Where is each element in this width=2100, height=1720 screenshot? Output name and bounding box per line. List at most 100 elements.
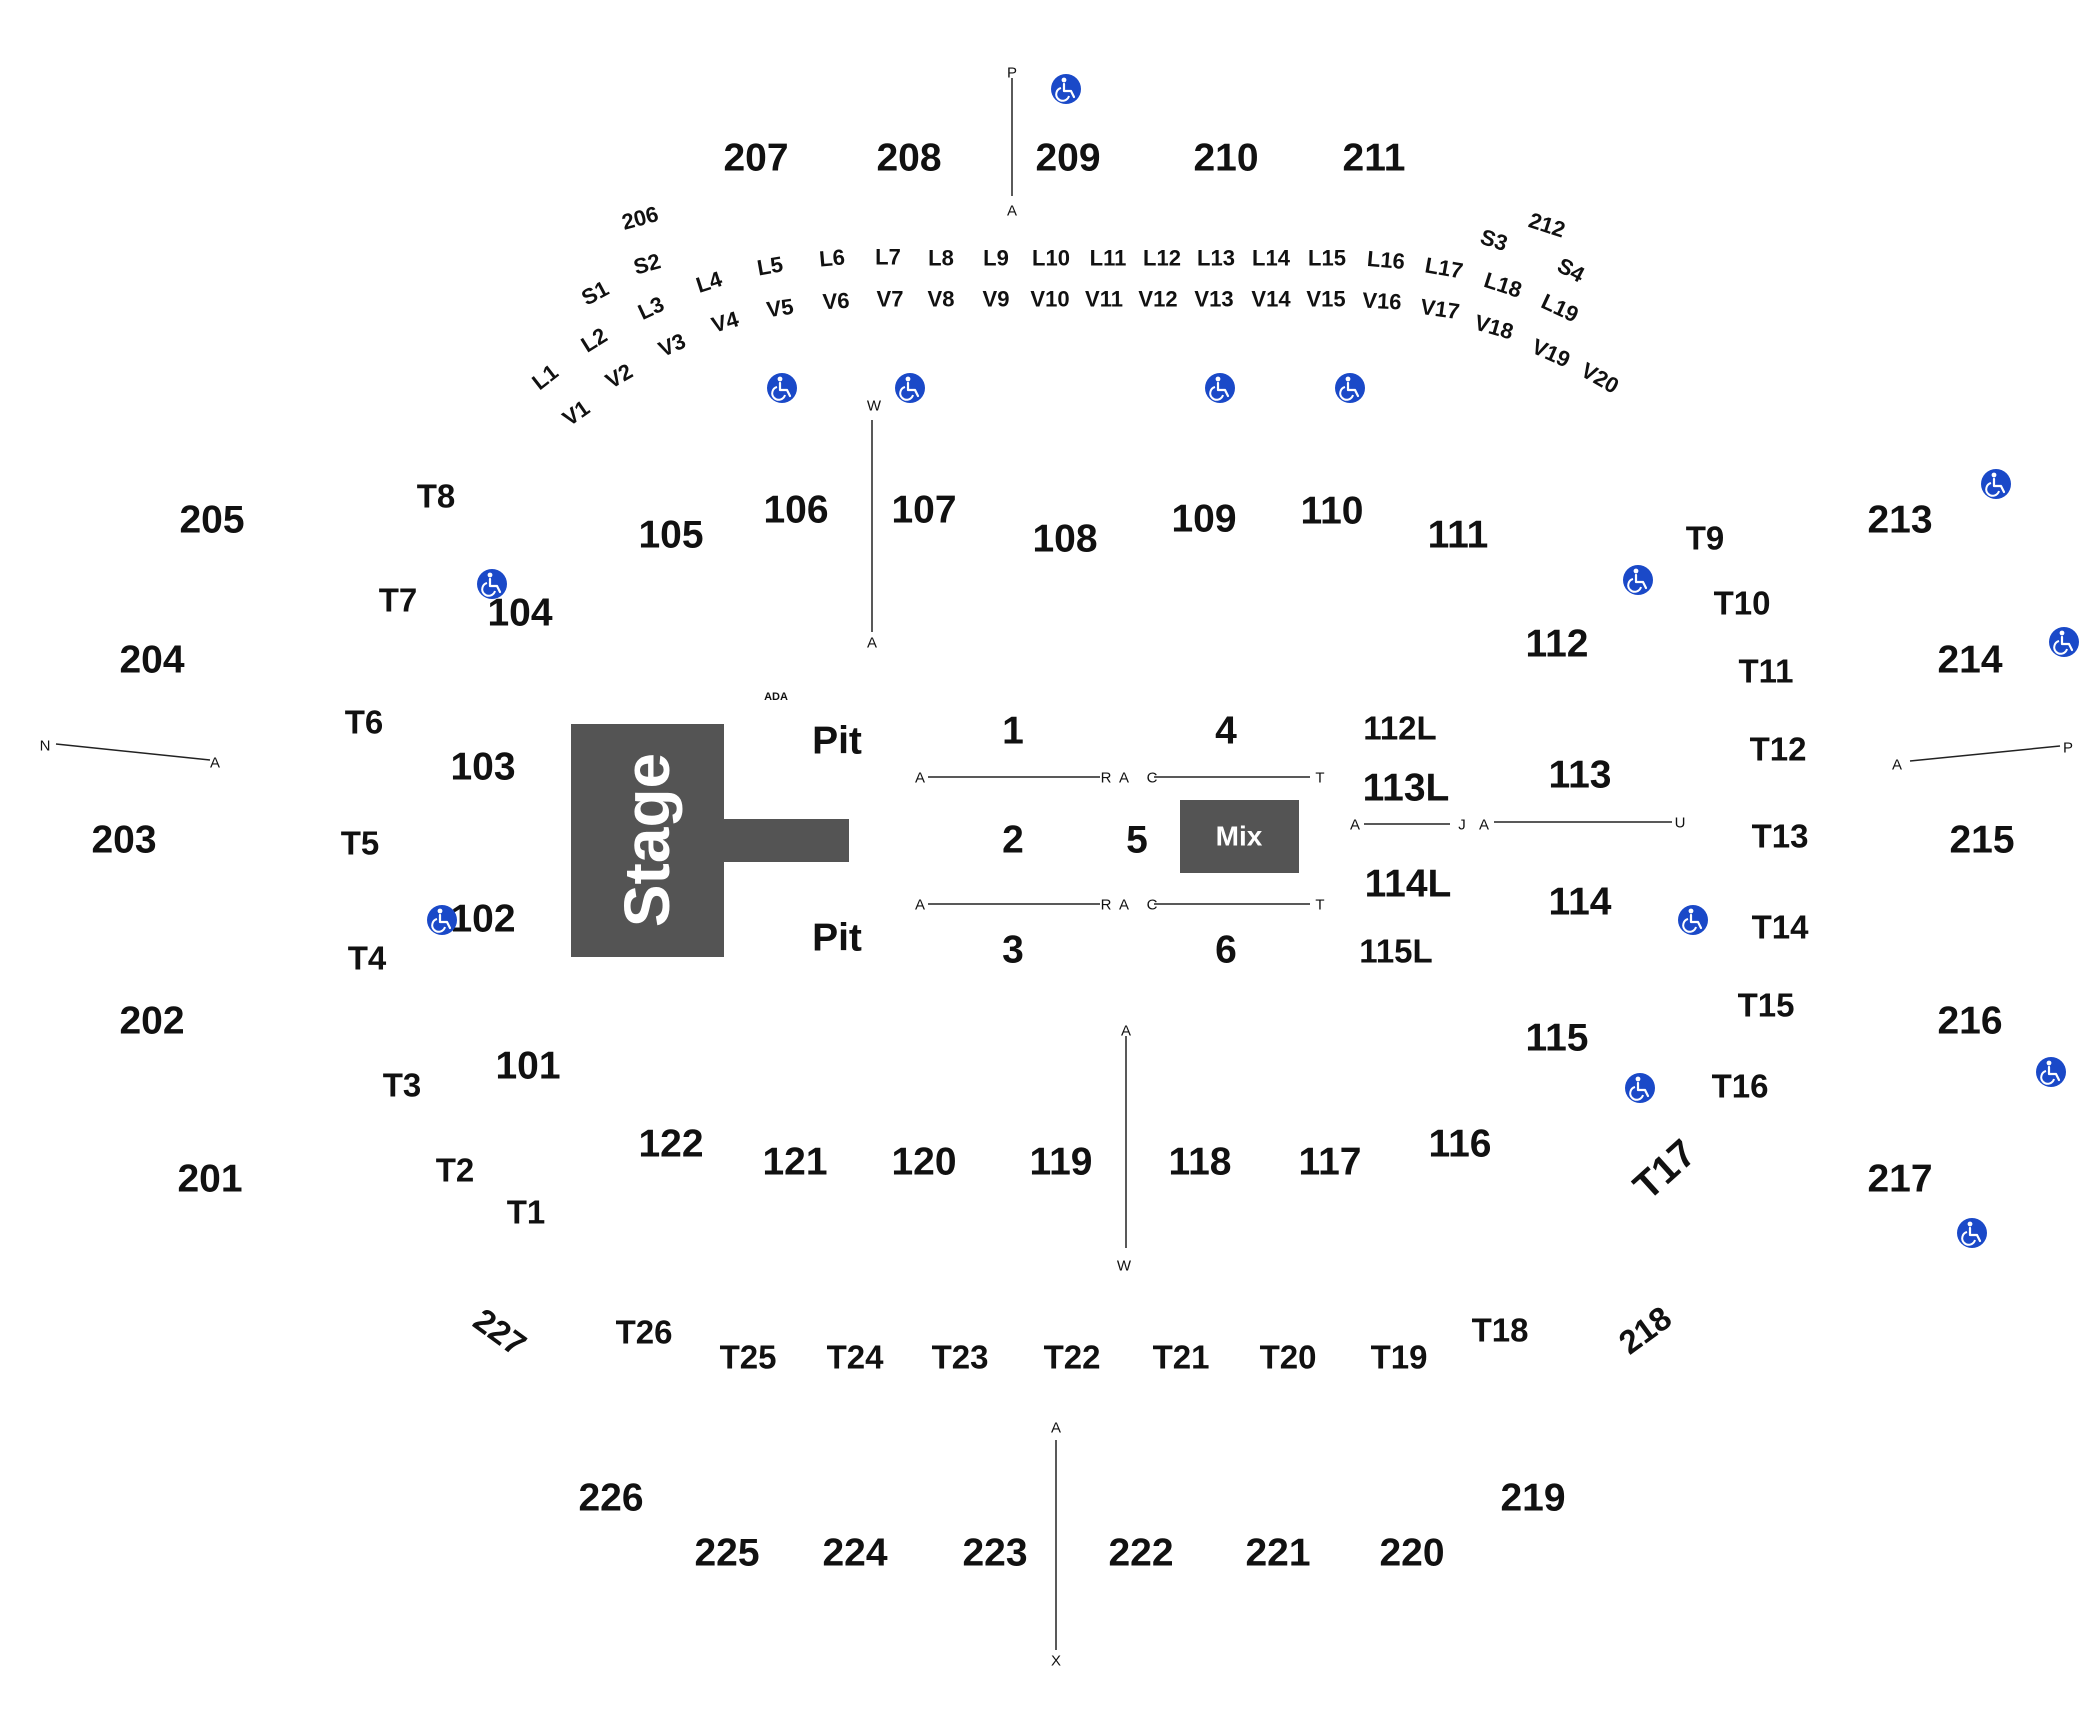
- section-label[interactable]: S1: [577, 276, 613, 311]
- section-label[interactable]: L4: [693, 266, 726, 298]
- section-label[interactable]: 202: [119, 1000, 184, 1043]
- section-label[interactable]: L12: [1143, 246, 1181, 271]
- section-label[interactable]: Pit: [812, 917, 862, 960]
- section-label[interactable]: 6: [1215, 929, 1237, 972]
- section-label[interactable]: T5: [341, 825, 380, 862]
- section-label[interactable]: 3: [1002, 929, 1024, 972]
- section-label[interactable]: V1: [558, 395, 594, 431]
- section-label[interactable]: 115L: [1359, 933, 1432, 970]
- section-label[interactable]: 207: [723, 137, 788, 180]
- section-label[interactable]: 112L: [1363, 710, 1436, 747]
- section-label[interactable]: 109: [1171, 498, 1236, 541]
- section-label[interactable]: T9: [1686, 520, 1725, 557]
- section-label[interactable]: 205: [179, 499, 244, 542]
- section-label[interactable]: T14: [1752, 909, 1810, 946]
- section-label[interactable]: T20: [1260, 1339, 1317, 1376]
- section-label[interactable]: 4: [1215, 710, 1237, 753]
- section-label[interactable]: 218: [1612, 1299, 1678, 1361]
- section-label[interactable]: T24: [827, 1339, 885, 1376]
- section-label[interactable]: 105: [638, 514, 703, 557]
- section-label[interactable]: Pit: [812, 720, 862, 763]
- section-label[interactable]: S2: [631, 248, 663, 279]
- section-label[interactable]: T21: [1153, 1339, 1210, 1376]
- section-label[interactable]: T7: [379, 582, 418, 619]
- section-label[interactable]: L2: [576, 323, 611, 358]
- section-label[interactable]: 103: [450, 746, 515, 789]
- section-label[interactable]: 201: [177, 1158, 242, 1201]
- section-label[interactable]: V5: [765, 294, 795, 323]
- section-label[interactable]: 101: [495, 1045, 560, 1088]
- section-label[interactable]: 104: [487, 592, 552, 635]
- section-label[interactable]: T15: [1738, 987, 1795, 1024]
- section-label[interactable]: 113L: [1363, 767, 1450, 810]
- section-label[interactable]: L6: [818, 244, 846, 271]
- section-label[interactable]: 110: [1301, 490, 1364, 533]
- section-label[interactable]: 122: [638, 1123, 703, 1166]
- section-label[interactable]: T25: [720, 1339, 777, 1376]
- section-label[interactable]: L5: [755, 251, 785, 280]
- section-label[interactable]: L3: [634, 291, 668, 325]
- section-label[interactable]: 108: [1032, 518, 1097, 561]
- section-label[interactable]: T12: [1750, 731, 1807, 768]
- section-label[interactable]: 102: [450, 898, 515, 941]
- section-label[interactable]: V17: [1419, 294, 1461, 324]
- section-label[interactable]: 204: [119, 639, 184, 682]
- section-label[interactable]: 208: [876, 137, 941, 180]
- section-label[interactable]: L15: [1308, 246, 1346, 271]
- section-label[interactable]: 214: [1937, 639, 2002, 682]
- section-label[interactable]: T10: [1714, 585, 1771, 622]
- section-label[interactable]: L17: [1423, 252, 1465, 283]
- section-label[interactable]: 2: [1002, 819, 1024, 862]
- section-label[interactable]: 114L: [1365, 863, 1452, 906]
- section-label[interactable]: 1: [1002, 710, 1024, 753]
- section-label[interactable]: V4: [709, 306, 742, 338]
- section-label[interactable]: V9: [983, 287, 1010, 312]
- section-label[interactable]: 111: [1428, 514, 1489, 557]
- section-label[interactable]: L13: [1197, 246, 1235, 271]
- section-label[interactable]: V2: [601, 358, 637, 393]
- section-label[interactable]: 117: [1299, 1141, 1362, 1184]
- section-label[interactable]: T16: [1712, 1068, 1769, 1105]
- section-label[interactable]: 107: [891, 489, 956, 532]
- section-label[interactable]: 222: [1108, 1532, 1173, 1575]
- section-label[interactable]: 203: [91, 819, 156, 862]
- section-label[interactable]: V15: [1306, 287, 1345, 312]
- section-label[interactable]: S4: [1553, 253, 1589, 288]
- section-label[interactable]: V12: [1138, 287, 1177, 312]
- section-label[interactable]: T4: [348, 940, 387, 977]
- section-label[interactable]: 113: [1549, 754, 1612, 797]
- section-label[interactable]: 206: [619, 201, 661, 235]
- section-label[interactable]: V20: [1577, 357, 1623, 398]
- section-label[interactable]: 225: [694, 1532, 759, 1575]
- section-label[interactable]: 224: [822, 1532, 887, 1575]
- section-label[interactable]: T3: [383, 1067, 422, 1104]
- section-label[interactable]: 213: [1867, 499, 1932, 542]
- section-label[interactable]: 118: [1169, 1141, 1232, 1184]
- section-label[interactable]: 120: [891, 1141, 956, 1184]
- section-label[interactable]: T13: [1752, 818, 1809, 855]
- section-label[interactable]: T17: [1626, 1132, 1705, 1209]
- section-label[interactable]: L18: [1481, 267, 1525, 302]
- section-label[interactable]: L7: [875, 245, 901, 270]
- section-label[interactable]: T19: [1371, 1339, 1428, 1376]
- section-label[interactable]: T1: [507, 1194, 546, 1231]
- section-label[interactable]: 116: [1429, 1123, 1492, 1166]
- section-label[interactable]: 223: [962, 1532, 1027, 1575]
- section-label[interactable]: T8: [417, 478, 456, 515]
- section-label[interactable]: L8: [928, 246, 954, 271]
- section-label[interactable]: V14: [1251, 287, 1291, 312]
- section-label[interactable]: V16: [1362, 287, 1402, 314]
- section-label[interactable]: 115: [1526, 1017, 1589, 1060]
- section-label[interactable]: 221: [1245, 1532, 1310, 1575]
- section-label[interactable]: 219: [1500, 1477, 1565, 1520]
- section-label[interactable]: L11: [1090, 246, 1127, 271]
- section-label[interactable]: 226: [578, 1477, 643, 1520]
- section-label[interactable]: V19: [1528, 334, 1574, 373]
- section-label[interactable]: V13: [1194, 287, 1233, 312]
- section-label[interactable]: L10: [1032, 246, 1070, 271]
- section-label[interactable]: V11: [1085, 287, 1123, 312]
- section-label[interactable]: T23: [932, 1339, 989, 1376]
- section-label[interactable]: L9: [983, 246, 1009, 271]
- section-label[interactable]: V7: [877, 287, 904, 312]
- section-label[interactable]: 121: [762, 1141, 827, 1184]
